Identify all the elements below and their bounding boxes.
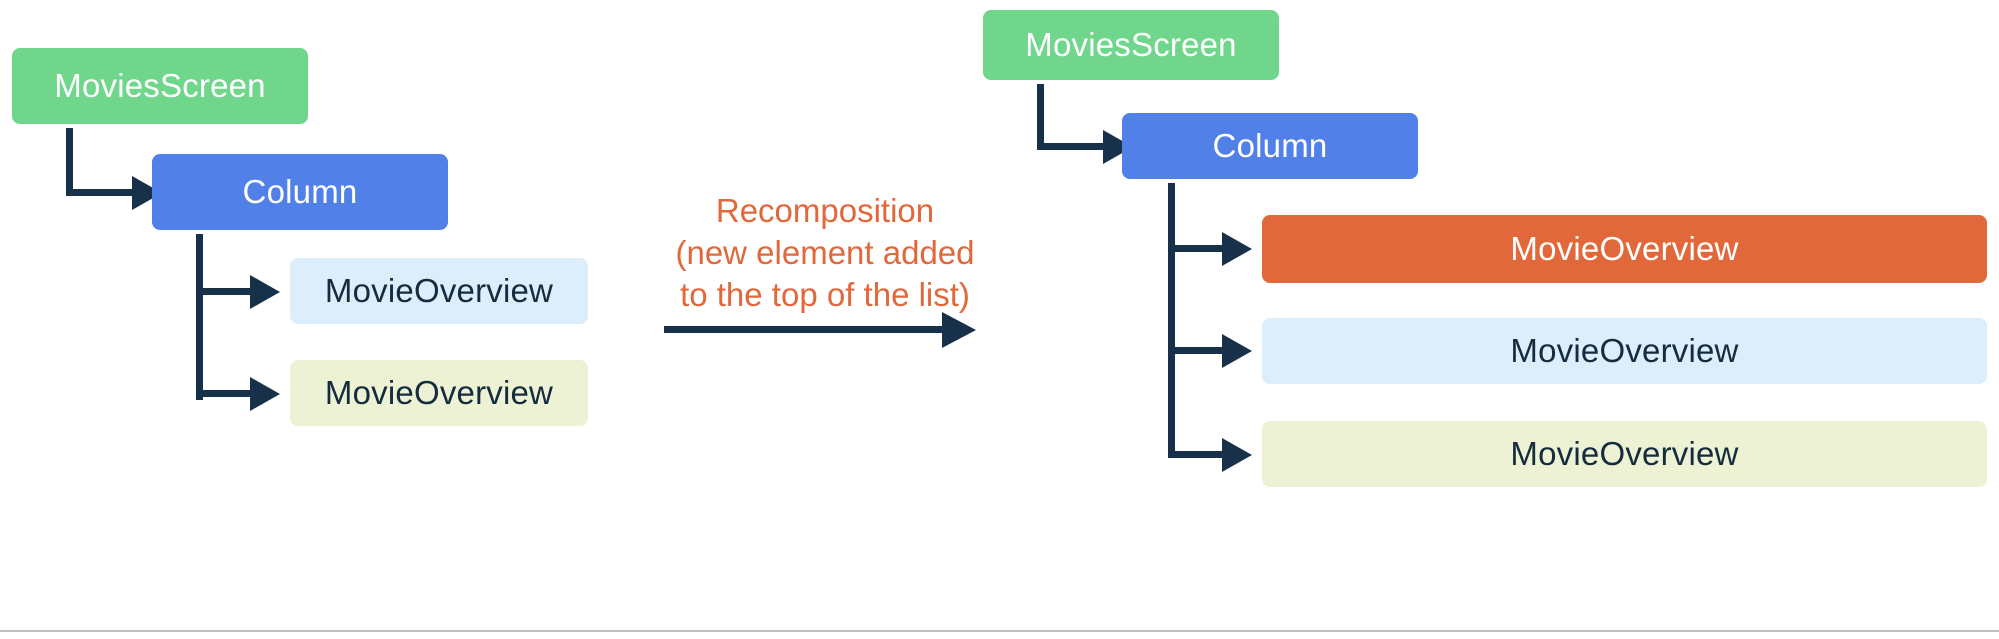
transition-label-line-2: (new element added (675, 234, 975, 271)
bottom-divider (0, 630, 1999, 632)
after-node-column-label: Column (1212, 127, 1328, 164)
after-arrowhead-branch-2 (1222, 334, 1252, 368)
transition-label-line-1: Recomposition (715, 192, 935, 229)
before-connector-column-spine (196, 234, 203, 400)
after-node-movies-screen-label: MoviesScreen (1025, 26, 1237, 63)
after-connector-root-vertical (1037, 84, 1044, 150)
after-arrowhead-branch-3 (1222, 438, 1252, 472)
transition-label-line-3: to the top of the list) (680, 276, 970, 313)
before-arrowhead-branch-2 (250, 377, 280, 411)
before-node-column-label: Column (242, 173, 358, 210)
after-node-movie-overview-new[interactable]: MovieOverview (1262, 215, 1987, 283)
after-connector-branch-3 (1168, 451, 1230, 458)
after-node-movie-overview-2[interactable]: MovieOverview (1262, 421, 1987, 487)
after-connector-branch-1 (1168, 245, 1230, 252)
before-node-movie-overview-2[interactable]: MovieOverview (290, 360, 588, 426)
before-node-movie-overview-1-label: MovieOverview (324, 272, 554, 309)
transition-arrow-head (942, 312, 976, 348)
before-node-movies-screen[interactable]: MoviesScreen (12, 48, 308, 124)
before-connector-branch-1 (196, 288, 258, 295)
after-connector-branch-2 (1168, 347, 1230, 354)
transition-arrow-shaft (664, 326, 944, 333)
after-node-column[interactable]: Column (1122, 113, 1418, 179)
before-arrowhead-branch-1 (250, 275, 280, 309)
after-connector-column-spine (1168, 183, 1175, 458)
before-connector-root-vertical (66, 128, 73, 196)
after-node-movie-overview-new-label: MovieOverview (1510, 230, 1739, 267)
after-node-movies-screen[interactable]: MoviesScreen (983, 10, 1279, 80)
before-connector-branch-2 (196, 390, 258, 397)
after-connector-root-horizontal (1037, 143, 1109, 150)
before-node-movies-screen-label: MoviesScreen (54, 67, 266, 104)
before-node-movie-overview-2-label: MovieOverview (324, 374, 554, 411)
before-connector-root-horizontal (66, 189, 138, 196)
after-arrowhead-branch-1 (1222, 232, 1252, 266)
after-node-movie-overview-1-label: MovieOverview (1510, 332, 1739, 369)
before-node-movie-overview-1[interactable]: MovieOverview (290, 258, 588, 324)
after-node-movie-overview-2-label: MovieOverview (1510, 435, 1739, 472)
after-node-movie-overview-1[interactable]: MovieOverview (1262, 318, 1987, 384)
before-node-column[interactable]: Column (152, 154, 448, 230)
